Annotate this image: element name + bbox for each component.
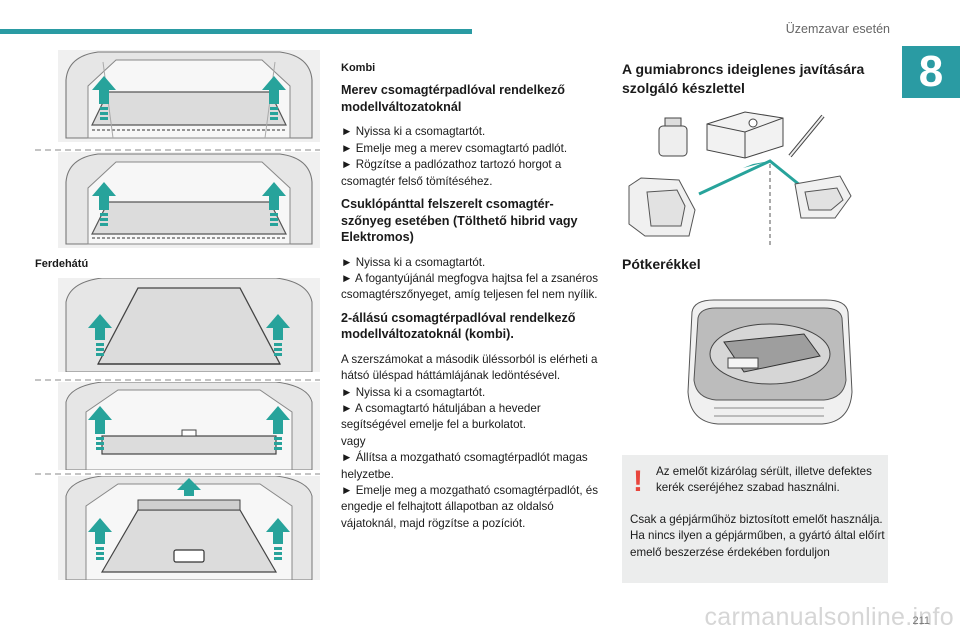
step: ► Nyissa ki a csomagtartót.	[341, 125, 486, 139]
paragraph: A szerszámokat a második üléssorból is e…	[341, 352, 598, 383]
kombi-label: Kombi	[341, 62, 376, 74]
kombi-trunk-figure-2	[58, 152, 320, 248]
figure-divider-2	[35, 378, 320, 382]
right-column: A gumiabroncs ideiglenes javítására szol…	[622, 60, 902, 98]
heading-two-position-floor: 2-állású csomagtérpadlóval rendelkező mo…	[341, 310, 576, 342]
step: ► A fogantyújánál megfogva hajtsa fel a …	[341, 271, 599, 302]
lift-arrow-icon	[92, 76, 116, 120]
warning-line-3: Ha nincs ilyen a gépjárműben, a gyártó á…	[630, 529, 885, 559]
header-accent-bar	[0, 29, 472, 34]
hatchback-trunk-figure-2	[58, 382, 320, 470]
hatchback-trunk-figure-1	[58, 278, 320, 372]
step: ► Rögzítse a padlózathoz tartozó horgot …	[341, 158, 562, 188]
step: ► Emelje meg a mozgatható csomagtérpadló…	[341, 484, 599, 530]
warning-line-1: Az emelőt kizárólag sérült, illetve defe…	[656, 465, 872, 495]
page-number: 211	[912, 615, 930, 627]
kombi-trunk-figure-1	[58, 50, 320, 142]
step: ► A csomagtartó hátuljában a heveder seg…	[341, 401, 541, 432]
or-text: vagy	[341, 434, 366, 448]
step: ► Nyissa ki a csomagtartót.	[341, 255, 486, 269]
heading-spare-wheel: Pótkerékkel	[622, 256, 701, 272]
section-title: Üzemzavar esetén	[785, 22, 890, 36]
step: ► Emelje meg a merev csomagtartó padlót.	[341, 141, 568, 155]
warning-line-2: Csak a gépjárműhöz biztosított emelőt ha…	[630, 513, 883, 526]
hatchback-trunk-figure-3	[58, 476, 320, 580]
heading-repair-kit: A gumiabroncs ideiglenes javítására szol…	[622, 61, 865, 96]
warning-body: Csak a gépjárműhöz biztosított emelőt ha…	[630, 512, 885, 561]
figure-label-ferdehatu: Ferdehátú	[35, 258, 89, 270]
figure-divider-3	[35, 472, 320, 476]
middle-column: Kombi Merev csomagtérpadlóval rendelkező…	[341, 60, 603, 532]
warning-icon: !	[633, 465, 643, 498]
watermark: carmanualsonline.info	[704, 603, 954, 631]
heading-rigid-floor: Merev csomagtérpadlóval rendelkező model…	[341, 83, 565, 114]
spare-wheel-figure	[684, 298, 856, 426]
step: ► Nyissa ki a csomagtartót.	[341, 385, 486, 399]
figure-divider	[35, 148, 320, 152]
chapter-badge: 8	[902, 46, 960, 98]
warning-panel: ! Az emelőt kizárólag sérült, illetve de…	[622, 455, 888, 583]
repair-kit-figure	[625, 106, 855, 248]
step: ► Állítsa a mozgatható csomagtérpadlót m…	[341, 451, 588, 481]
heading-hinged-mat: Csuklópánttal felszerelt csomagtér-szőny…	[341, 197, 578, 245]
